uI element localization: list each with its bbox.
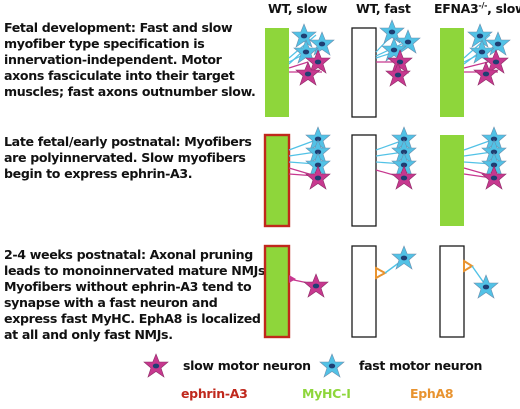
slow-neurons-row2-col1 <box>305 165 331 190</box>
efna3-suffix: , slow <box>487 1 520 17</box>
myofiber-slow-row3 <box>263 244 291 339</box>
fast-axon-row3-col3 <box>471 265 485 284</box>
column-header-efna3: EFNA3-/-, slow <box>434 1 520 16</box>
myofiber-efna3-row2 <box>440 135 464 226</box>
stage2-text: Late fetal/early postnatal: Myofibers ar… <box>4 134 252 181</box>
legend-epha8-label: EphA8 <box>410 386 454 401</box>
myofiber-fast-row2 <box>351 134 377 227</box>
epha8-nmj-row3-col2 <box>375 266 388 280</box>
efna3-superscript: -/- <box>478 1 488 10</box>
legend-ephrin-label: ephrin-A3 <box>181 386 248 401</box>
stage3-text: 2-4 weeks postnatal: Axonal pruning lead… <box>4 247 270 342</box>
legend-fast-neuron-label: fast motor neuron <box>359 358 483 373</box>
myofiber-slow-row1 <box>265 28 289 117</box>
myofiber-efna3-row3 <box>439 245 465 338</box>
myofiber-slow-row2 <box>263 133 291 228</box>
myofiber-efna3-row1 <box>440 28 464 117</box>
stage1-text: Fetal development: Fast and slow myofibe… <box>4 20 256 99</box>
slow-neurons-row2-col2 <box>391 165 417 190</box>
myofiber-fast-row3 <box>351 245 377 338</box>
slow-nmj-row3 <box>289 275 296 283</box>
legend-fast-neuron-icon <box>319 353 345 378</box>
myofiber-fast-row1 <box>351 27 377 118</box>
legend-slow-neuron-icon <box>143 353 169 378</box>
epha8-nmj-row3-col3 <box>463 259 474 273</box>
column-header-wt-slow: WT, slow <box>268 1 328 16</box>
fast-neuron-row3-col3 <box>473 274 499 299</box>
legend-myhc-label: MyHC-I <box>302 386 351 401</box>
legend-slow-neuron-label: slow motor neuron <box>183 358 311 373</box>
column-header-wt-fast: WT, fast <box>356 1 411 16</box>
slow-neuron-row3 <box>303 273 329 298</box>
efna3-label: EFNA3 <box>434 1 479 17</box>
